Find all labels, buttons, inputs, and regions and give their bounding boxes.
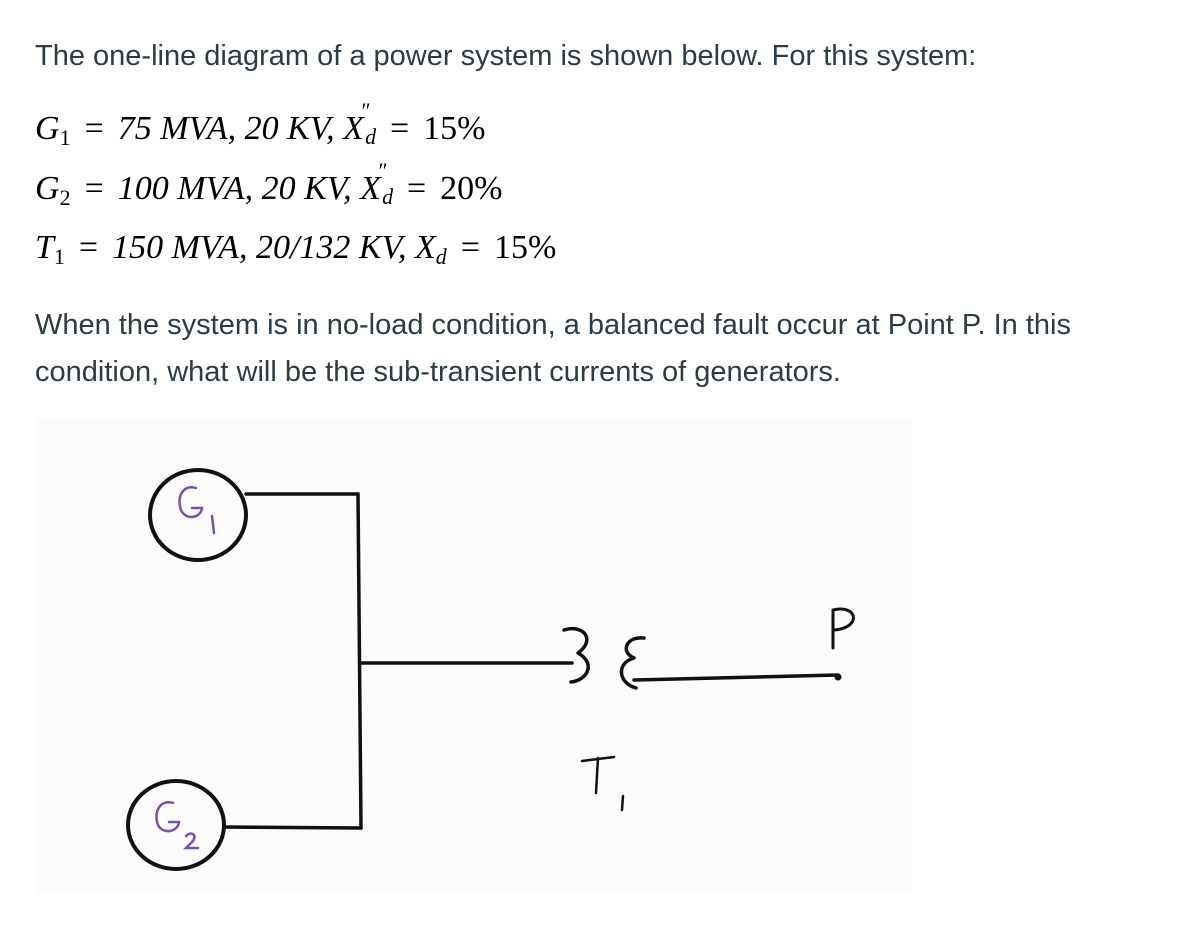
bus-line: [356, 492, 363, 830]
transformer-label-glyph: [580, 755, 625, 812]
g2-label-glyph: [155, 800, 200, 850]
g1-equation: G1=75 MVA, 20 KV, X″d=15%: [35, 98, 486, 150]
generator-1-circle: [148, 468, 248, 562]
line-to-fault-point: [632, 673, 840, 682]
g2-equation: G2=100 MVA, 20 KV, X″d=20%: [35, 158, 503, 210]
g1-label-glyph: [178, 485, 216, 535]
problem-question: When the system is in no-load condition,…: [35, 309, 1071, 388]
one-line-diagram: G₁ G₂ T₁ P: [36, 418, 912, 892]
generator-2-circle: [126, 779, 226, 871]
g2-line: [222, 825, 363, 830]
fault-point-dot: [834, 673, 842, 681]
t1-equation: T1=150 MVA, 20/132 KV, Xd=15%: [35, 229, 557, 269]
point-label-glyph: [831, 607, 855, 650]
problem-intro: The one-line diagram of a power system i…: [35, 40, 977, 72]
transformer-secondary-coil: [619, 636, 646, 690]
transformer-primary-coil: [562, 626, 590, 684]
